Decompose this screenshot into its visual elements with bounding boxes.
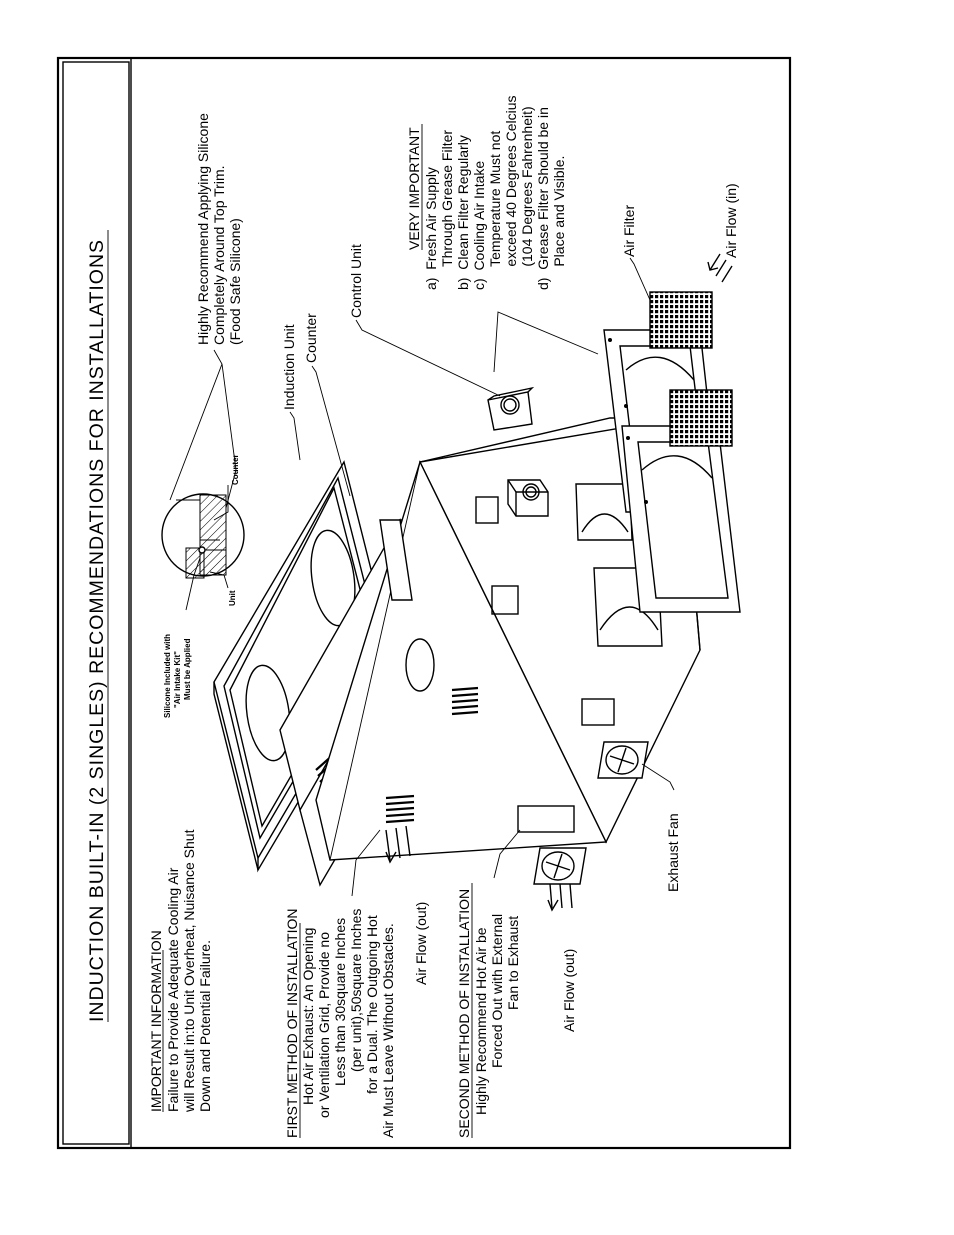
first-method-line-4: (per unit),50square Inches [348,909,364,1072]
silicone-note: Highly Recommend Applying Silicone Compl… [169,113,243,509]
cabinet-vent-side [385,794,415,824]
very-important-block: VERY IMPORTANT a) Fresh Air Supply Throu… [406,95,567,290]
sheet-border [56,56,792,1150]
embedded-control-unit [507,479,549,517]
label-air-filter: Air Filter [621,205,637,257]
important-information: IMPORTANT INFORMATION Failure to Provide… [148,829,213,1113]
air-filter-box-2 [621,425,741,613]
exhaust-fan-1 [597,741,649,779]
first-method-airflow: Air Flow (out) [413,902,429,985]
important-heading: IMPORTANT INFORMATION [148,930,164,1112]
important-line-3: Down and Potential Failure. [197,940,213,1112]
first-method-line-3: Less than 30square Inches [332,918,348,1086]
very-important-item-6: exceed 40 Degrees Celcius [503,95,519,290]
silicone-line-1: Highly Recommend Applying Silicone [195,113,211,345]
very-important-heading: VERY IMPORTANT [406,127,422,250]
very-important-item-7: (104 Degrees Fahrenheit) [519,106,535,290]
hob-ring-2 [245,664,291,762]
second-method-airflow: Air Flow (out) [561,949,577,1032]
very-important-item-1: a) Fresh Air Supply [423,167,439,290]
silicone-line-3: (Food Safe Silicone) [227,218,243,345]
important-line-2: will Result in:to Unit Overheat, Nuisanc… [181,829,197,1113]
control-unit [487,386,535,431]
first-method-line-5: for a Dual. The Outgoing Hot [364,915,380,1094]
very-important-item-9: Place and Visible. [551,156,567,290]
first-method-line-2: or Ventilation Grid, Provide no [316,932,332,1118]
detail-counter-label: Counter [231,454,240,485]
front-opening-1 [475,496,499,524]
label-exhaust-fan: Exhaust Fan [665,813,681,892]
detail-kit-line-3: Must be Applied [183,638,192,700]
first-method-line-6: Air Must Leave Without Obstacles. [380,923,396,1138]
silicone-line-2: Completely Around Top Trim. [211,166,227,346]
very-important-item-3: b) Clean Filter Regularly [455,135,471,290]
title-block-frame [62,61,130,1145]
first-method: FIRST METHOD OF INSTALLATION Hot Air Exh… [284,902,429,1138]
very-important-item-2: Through Grease Filter [439,130,455,290]
side-opening [517,805,575,833]
page-title: INDUCTION BUILT-IN (2 SINGLES) RECOMMEND… [86,239,108,1022]
front-opening-3 [581,698,615,726]
grease-filter-2 [669,389,733,447]
grease-filter-1 [649,291,713,349]
detail-unit-label: Unit [228,590,237,606]
detail-kit-line-1: Silicone Included with [163,634,172,718]
label-control-unit: Control Unit [348,244,364,318]
first-method-heading: FIRST METHOD OF INSTALLATION [284,909,300,1138]
cabinet-vent [451,686,479,716]
detail-kit-line-2: "Air Intake Kit" [173,651,182,708]
airflow-out-arrows-2 [547,883,573,912]
important-line-1: Failure to Provide Adequate Cooling Air [165,867,181,1112]
second-method-line-3: Fan to Exhaust [505,916,521,1010]
induction-unit-drawing [213,253,741,912]
second-method-line-2: Forced Out with External [489,914,505,1068]
very-important-item-4: c) Cooling Air Intake [471,161,487,290]
intake-hole-1 [575,483,633,541]
airflow-in-arrows [707,253,733,283]
label-induction-unit: Induction Unit [281,324,297,410]
label-air-flow-in: Air Flow (in) [723,183,739,258]
silicone-detail: Counter Unit Silicone Included with "Air… [161,454,245,718]
second-method-heading: SECOND METHOD OF INSTALLATION [456,889,472,1138]
second-method-line-1: Highly Recommend Hot Air be [473,927,489,1115]
very-important-item-5: Temperature Must not [487,131,503,290]
front-opening-2 [491,585,519,615]
label-counter: Counter [303,313,319,363]
airflow-out-arrows-1 [385,825,411,864]
very-important-item-8: d) Grease Filter Should be in [535,107,551,290]
exhaust-fan-2 [533,847,587,885]
first-method-line-1: Hot Air Exhaust: An Opening [300,928,316,1105]
second-method: SECOND METHOD OF INSTALLATION Highly Rec… [456,883,577,1138]
